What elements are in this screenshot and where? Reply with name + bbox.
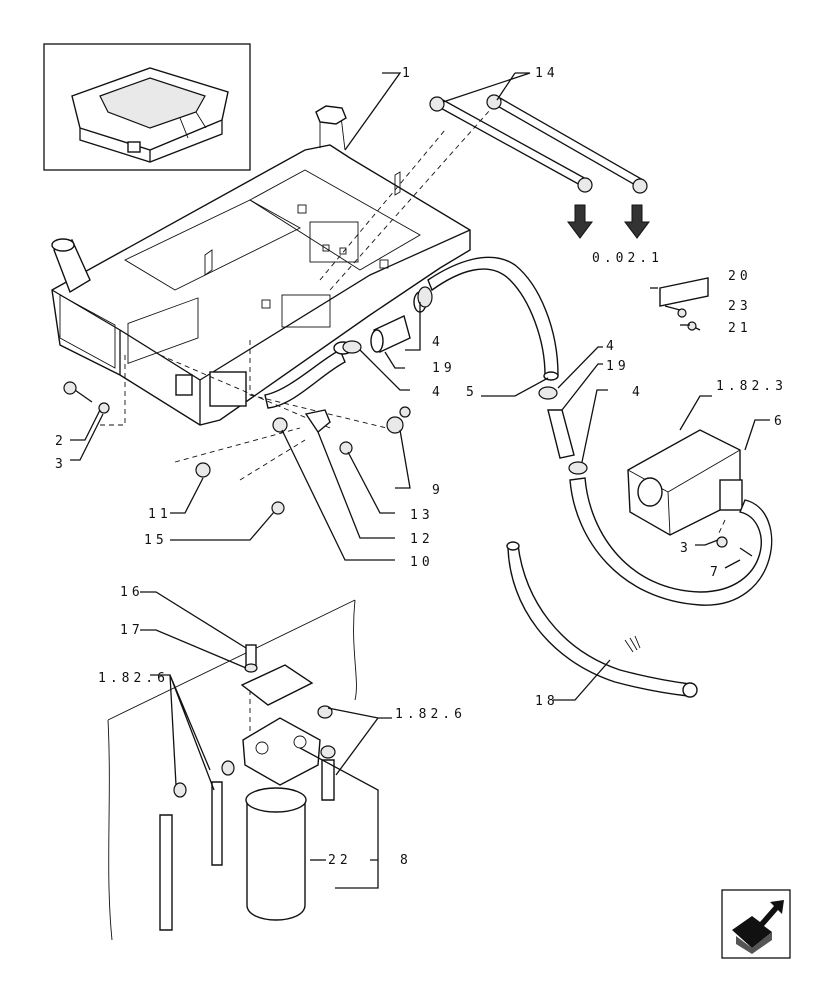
- down-arrow-icon: [567, 204, 593, 239]
- assembly-guide-lines: [100, 109, 726, 740]
- callout-2: 2: [55, 434, 67, 449]
- callout-5: 5: [466, 385, 478, 400]
- hose-18: [506, 541, 698, 698]
- callout-8: 8: [400, 853, 412, 868]
- filter-assembly: [107, 599, 357, 941]
- callout-4: 4: [606, 339, 618, 354]
- callout-17: 17: [120, 623, 144, 638]
- down-arrow-icon: [624, 204, 650, 239]
- callout-21: 21: [728, 321, 752, 336]
- callout-23: 23: [728, 299, 752, 314]
- assembly-location-inset-icon: [43, 43, 251, 171]
- ref-1-82-3: 1.82.3: [716, 379, 787, 394]
- callout-1: 1: [402, 66, 414, 81]
- hydraulic-tank: [51, 105, 471, 426]
- return-hose: [417, 256, 559, 381]
- ref-1-82-6: 1.82.6: [395, 707, 466, 722]
- callout-3: 3: [680, 541, 692, 556]
- callout-11: 11: [148, 507, 172, 522]
- callout-4: 4: [632, 385, 644, 400]
- callout-14: 14: [535, 66, 559, 81]
- callout-12: 12: [410, 532, 434, 547]
- callout-4: 4: [432, 385, 444, 400]
- callout-19: 19: [432, 361, 456, 376]
- ref-0-02-1: 0.02.1: [592, 251, 663, 266]
- callout-13: 13: [410, 508, 434, 523]
- callout-15: 15: [144, 533, 168, 548]
- ref-1-82-6: 1.82.6: [98, 671, 169, 686]
- callout-10: 10: [410, 555, 434, 570]
- callout-7: 7: [710, 565, 722, 580]
- leader-lines: [70, 72, 770, 889]
- callout-4: 4: [432, 335, 444, 350]
- callout-3: 3: [55, 457, 67, 472]
- callout-labels: 1 14 0.02.1 20 23 21 4 19 4 5 4 19 4 1.8…: [55, 66, 787, 868]
- small-hardware: [63, 277, 753, 557]
- callout-16: 16: [120, 585, 144, 600]
- suction-hose: [569, 477, 773, 606]
- callout-19: 19: [606, 359, 630, 374]
- callout-9: 9: [432, 483, 444, 498]
- tie-rods: [429, 94, 650, 239]
- callout-22: 22: [328, 853, 352, 868]
- callout-6: 6: [774, 414, 786, 429]
- callout-18: 18: [535, 694, 559, 709]
- hose-clamps: [342, 340, 588, 475]
- callout-20: 20: [728, 269, 752, 284]
- hydraulic-pump: [627, 429, 743, 536]
- next-page-arrow-icon[interactable]: [721, 889, 791, 959]
